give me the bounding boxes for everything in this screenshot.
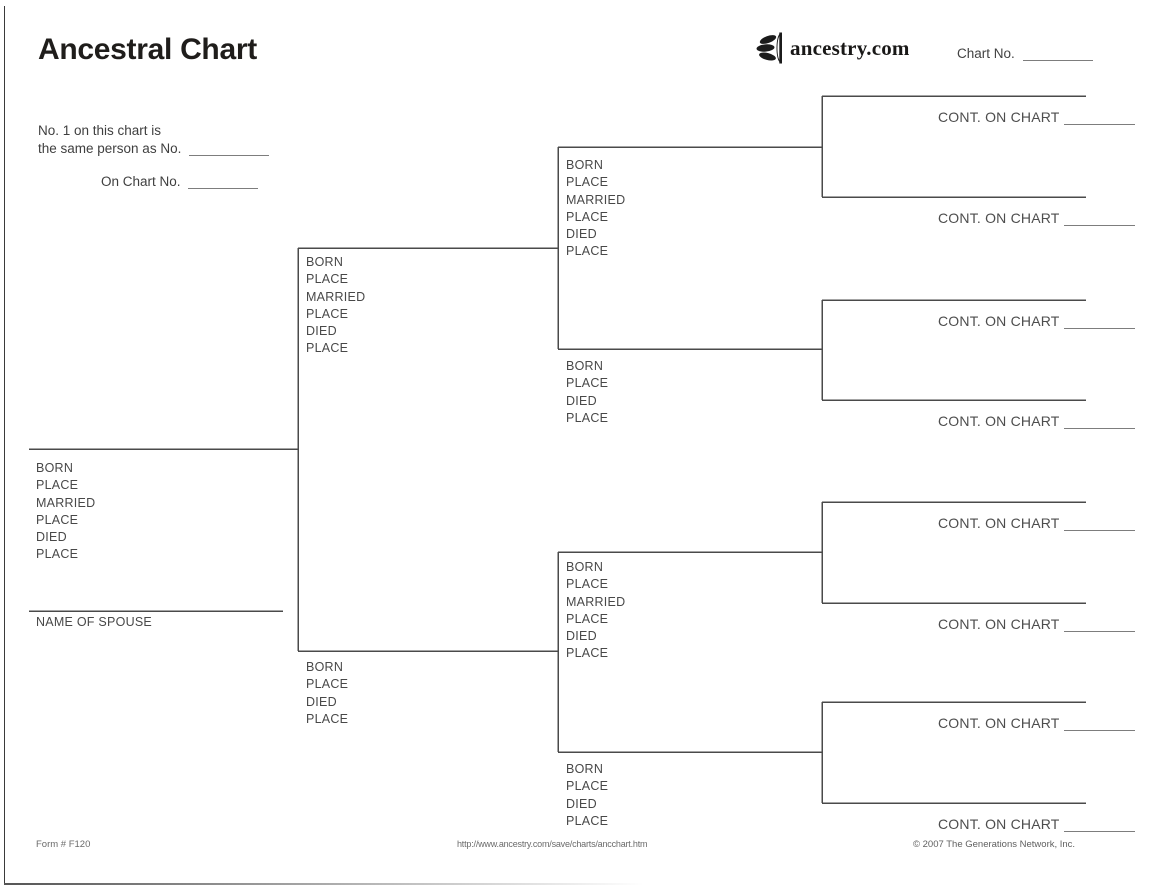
cont-slot-9: CONT. ON CHART <box>938 210 1135 226</box>
field-label: PLACE <box>566 646 609 661</box>
same-person-no-blank[interactable] <box>189 153 270 156</box>
field-label: BORN <box>566 158 604 172</box>
cont-chart-no-blank-11[interactable] <box>1063 426 1135 429</box>
field-label: PLACE <box>36 478 79 493</box>
person-3-fields: BORN PLACE DIED PLACE <box>306 659 348 728</box>
field-label: PLACE <box>566 577 609 592</box>
intro-line-2: the same person as No. <box>38 140 270 158</box>
field-label: PLACE <box>566 376 609 391</box>
field-label: PLACE <box>36 547 79 562</box>
chart-no-label: Chart No. <box>957 46 1015 61</box>
field-label: PLACE <box>566 209 609 224</box>
field-label: MARRIED <box>566 594 626 609</box>
person-6-fields: BORN PLACE MARRIED PLACE DIED PLACE <box>566 559 625 663</box>
field-label: PLACE <box>566 813 609 828</box>
cont-chart-no-blank-13[interactable] <box>1063 629 1135 632</box>
cont-slot-10: CONT. ON CHART <box>938 313 1135 329</box>
field-label: BORN <box>306 660 344 674</box>
field-label: MARRIED <box>36 495 96 510</box>
form-number: Form # F120 <box>36 839 91 850</box>
cont-label: CONT. ON CHART <box>938 413 1060 429</box>
person-2-fields: BORN PLACE MARRIED PLACE DIED PLACE <box>306 254 365 358</box>
field-label: DIED <box>566 393 597 408</box>
field-label: BORN <box>566 359 604 373</box>
field-label: DIED <box>566 796 597 811</box>
cont-label: CONT. ON CHART <box>938 816 1060 832</box>
cont-slot-14: CONT. ON CHART <box>938 715 1135 731</box>
footer-url: http://www.ancestry.com/save/charts/ancc… <box>457 839 648 849</box>
cont-chart-no-blank-12[interactable] <box>1063 528 1135 531</box>
cont-slot-8: CONT. ON CHART <box>938 109 1135 125</box>
person-1-fields: BORN PLACE MARRIED PLACE DIED PLACE <box>36 460 95 564</box>
field-label: DIED <box>306 324 337 339</box>
cont-chart-no-blank-8[interactable] <box>1063 122 1135 125</box>
intro-line-1: No. 1 on this chart is <box>38 123 162 138</box>
field-label: MARRIED <box>566 192 626 207</box>
field-label: PLACE <box>306 341 349 356</box>
field-label: BORN <box>306 255 344 269</box>
cont-chart-no-blank-15[interactable] <box>1063 829 1135 832</box>
cont-label: CONT. ON CHART <box>938 715 1060 731</box>
field-label: DIED <box>566 227 597 242</box>
cont-chart-no-blank-10[interactable] <box>1063 326 1135 329</box>
cont-label: CONT. ON CHART <box>938 313 1060 329</box>
cont-label: CONT. ON CHART <box>938 109 1060 125</box>
on-chart-no-label: On Chart No. <box>101 174 181 189</box>
person-7-fields: BORN PLACE DIED PLACE <box>566 761 608 830</box>
field-label: PLACE <box>566 175 609 190</box>
cont-slot-13: CONT. ON CHART <box>938 616 1135 632</box>
intro-note: No. 1 on this chart is the same person a… <box>38 122 270 158</box>
field-label: BORN <box>566 560 604 574</box>
cont-chart-no-blank-9[interactable] <box>1063 223 1135 226</box>
chart-no-blank[interactable] <box>1022 58 1093 61</box>
on-chart-no-field: On Chart No. <box>101 174 259 189</box>
copyright-notice: © 2007 The Generations Network, Inc. <box>913 839 1076 850</box>
cont-slot-15: CONT. ON CHART <box>938 816 1135 832</box>
field-label: PLACE <box>306 677 349 692</box>
cont-label: CONT. ON CHART <box>938 616 1060 632</box>
field-label: BORN <box>36 461 74 475</box>
field-label: PLACE <box>566 779 609 794</box>
cont-slot-12: CONT. ON CHART <box>938 515 1135 531</box>
field-label: PLACE <box>566 611 609 626</box>
person-4-fields: BORN PLACE MARRIED PLACE DIED PLACE <box>566 157 625 261</box>
field-label: DIED <box>36 530 67 545</box>
chart-no-field: Chart No. <box>957 46 1093 61</box>
field-label: PLACE <box>566 410 609 425</box>
on-chart-no-blank[interactable] <box>188 186 259 189</box>
person-5-fields: BORN PLACE DIED PLACE <box>566 358 608 427</box>
intro-line-2-text: the same person as No. <box>38 140 182 156</box>
field-label: BORN <box>566 762 604 776</box>
field-label: PLACE <box>306 306 349 321</box>
field-label: PLACE <box>36 512 79 527</box>
cont-label: CONT. ON CHART <box>938 515 1060 531</box>
ancestry-leaf-icon <box>755 31 788 65</box>
field-label: DIED <box>306 694 337 709</box>
cont-label: CONT. ON CHART <box>938 210 1060 226</box>
field-label: DIED <box>566 629 597 644</box>
field-label: MARRIED <box>306 289 366 304</box>
page-title: Ancestral Chart <box>38 33 257 66</box>
ancestry-logo: ancestry.com <box>755 31 910 65</box>
field-label: PLACE <box>306 711 349 726</box>
cont-slot-11: CONT. ON CHART <box>938 413 1135 429</box>
spouse-label: NAME OF SPOUSE <box>36 615 153 629</box>
field-label: PLACE <box>566 244 609 259</box>
cont-chart-no-blank-14[interactable] <box>1063 728 1135 731</box>
field-label: PLACE <box>306 272 349 287</box>
brand-wordmark: ancestry.com <box>790 35 910 60</box>
